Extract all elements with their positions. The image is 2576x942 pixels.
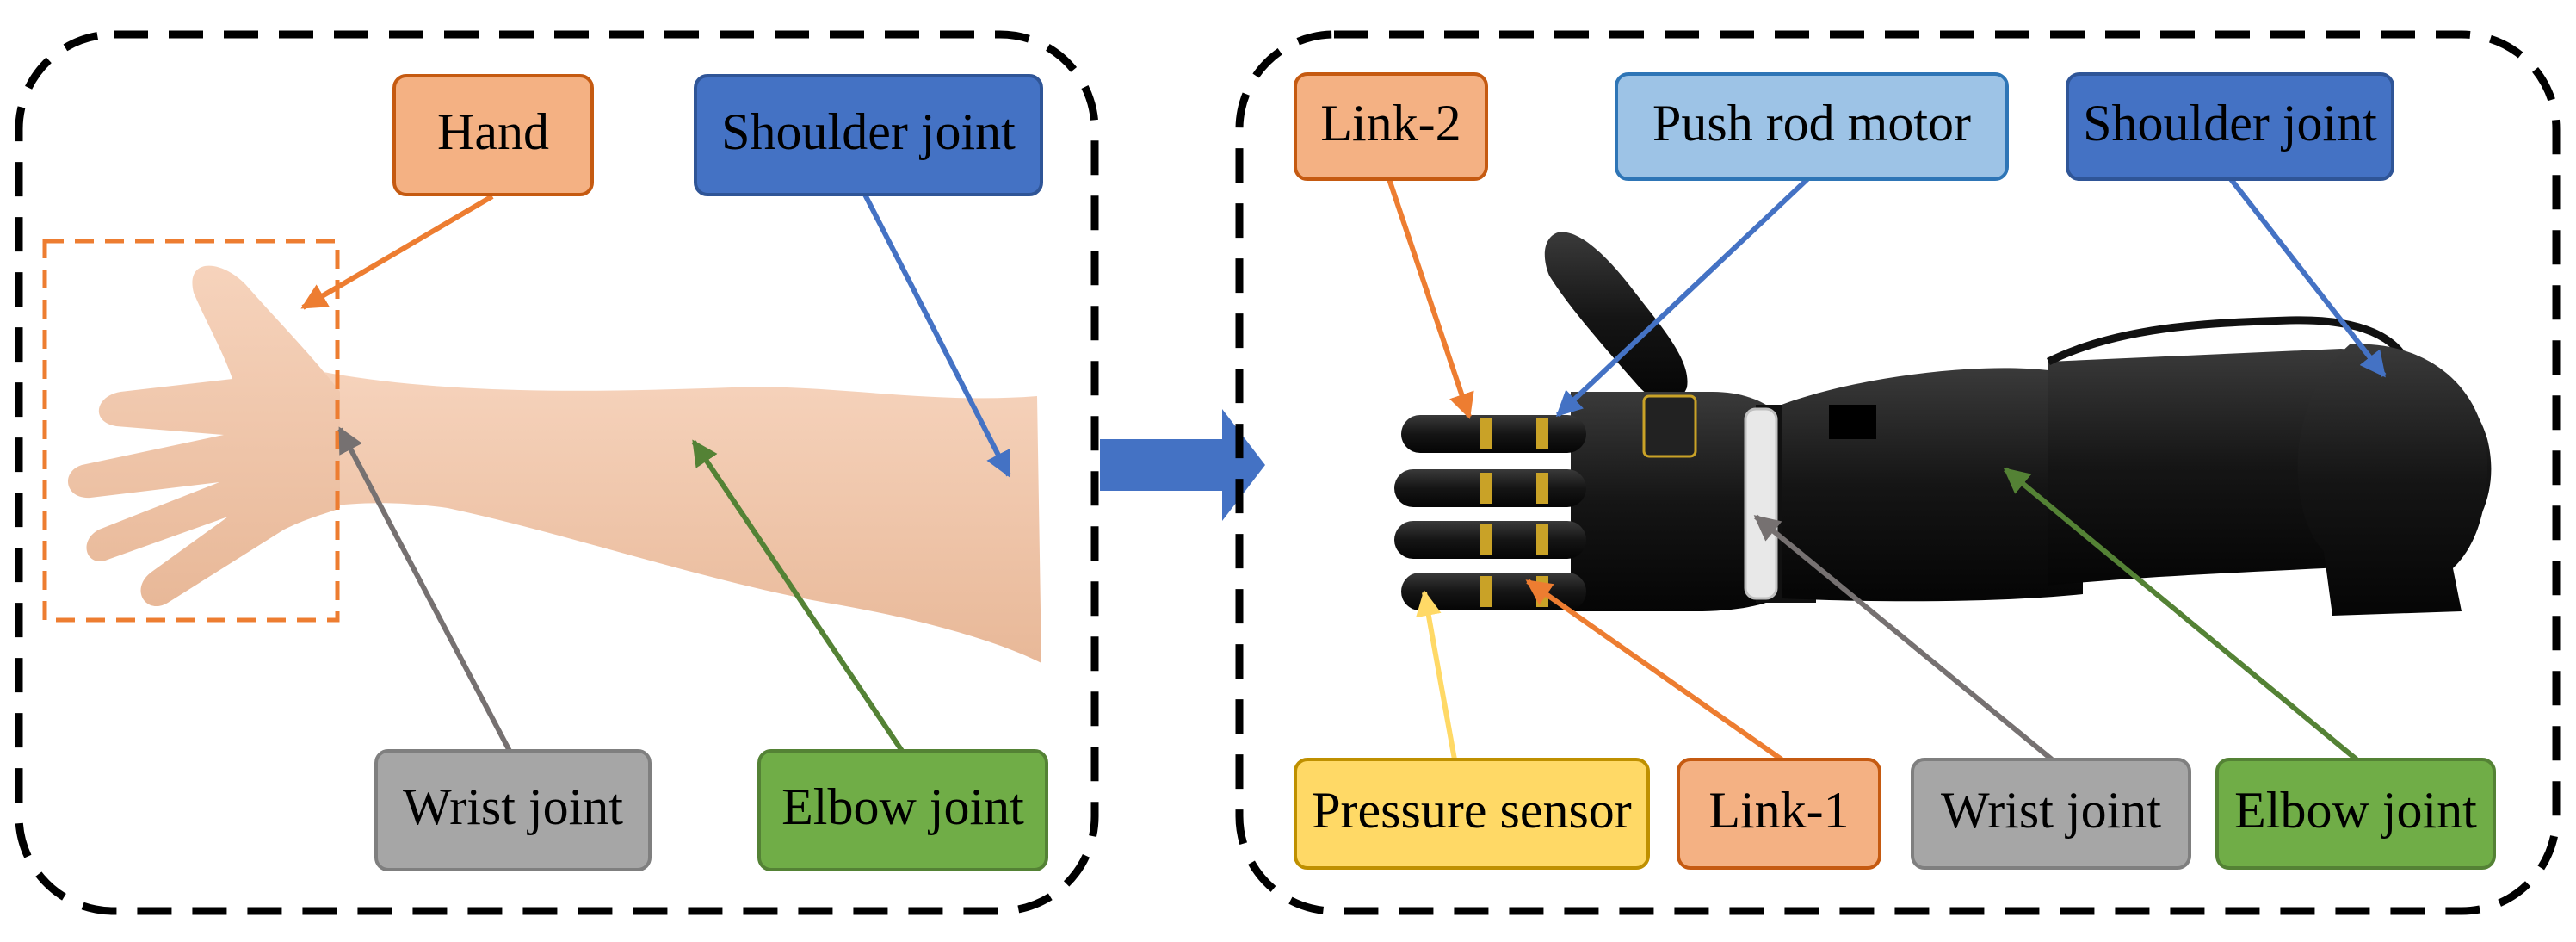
- link1-arrow: [1525, 579, 1783, 762]
- right-wrist-label: Wrist joint: [1911, 758, 2191, 870]
- right-elbow-arrow: [2003, 467, 2358, 762]
- right-wrist-arrow: [1753, 514, 2054, 762]
- left-panel-border: [15, 30, 1099, 915]
- left-panel: Hand Shoulder joint Wrist joint Elbow jo…: [15, 30, 1099, 915]
- robot-wrist-ring: [1744, 407, 1778, 600]
- right-elbow-label: Elbow joint: [2215, 758, 2496, 870]
- robot-forearm: [1782, 368, 2083, 602]
- right-wrist-label-text: Wrist joint: [1941, 782, 2161, 839]
- link1-label-text: Link-1: [1708, 782, 1849, 839]
- left-wrist-label: Wrist joint: [374, 749, 652, 871]
- left-shoulder-label-text: Shoulder joint: [721, 103, 1016, 160]
- link2-label-text: Link-2: [1320, 95, 1461, 152]
- hand-region-box: [42, 239, 340, 623]
- right-shoulder-label: Shoulder joint: [2066, 72, 2394, 181]
- push-rod-label: Push rod motor: [1615, 72, 2009, 181]
- left-wrist-label-text: Wrist joint: [403, 778, 623, 835]
- left-elbow-label-text: Elbow joint: [781, 778, 1024, 835]
- robot-thumb: [1544, 232, 1688, 402]
- left-wrist-arrow: [337, 426, 512, 753]
- left-shoulder-label: Shoulder joint: [694, 74, 1043, 196]
- pressure-label-text: Pressure sensor: [1312, 782, 1632, 839]
- robotic-arm-image: [1394, 232, 2492, 616]
- right-shoulder-arrow: [2228, 177, 2387, 378]
- pressure-label: Pressure sensor: [1294, 758, 1650, 870]
- pressure-arrow: [1416, 590, 1457, 760]
- robot-palm: [1571, 392, 1786, 611]
- left-elbow-arrow: [691, 439, 905, 753]
- left-elbow-label: Elbow joint: [757, 749, 1048, 871]
- right-elbow-label-text: Elbow joint: [2234, 782, 2477, 839]
- robot-cable: [2046, 316, 2405, 366]
- right-panel-border: [1235, 30, 2561, 915]
- link2-label: Link-2: [1294, 72, 1488, 181]
- hand-label: Hand: [392, 74, 594, 196]
- hand-arrow: [300, 194, 494, 310]
- left-shoulder-arrow: [862, 193, 1011, 478]
- robot-shoulder: [2297, 344, 2487, 616]
- robot-finger-1: [1401, 415, 1586, 453]
- push-rod-arrow: [1555, 177, 1810, 418]
- arm-hand-palm: [67, 265, 341, 607]
- robot-push-rod-motor: [1642, 394, 1697, 458]
- arm-forearm-upperarm: [314, 370, 1041, 663]
- human-arm-image: [67, 265, 1041, 663]
- link1-label: Link-1: [1677, 758, 1881, 870]
- link2-arrow: [1387, 178, 1474, 419]
- push-rod-label-text: Push rod motor: [1652, 95, 1971, 152]
- right-panel: Link-2 Push rod motor Shoulder joint Pre…: [1235, 30, 2561, 915]
- robot-forearm-marker: [1829, 405, 1876, 439]
- right-shoulder-label-text: Shoulder joint: [2083, 95, 2377, 152]
- hand-label-text: Hand: [437, 103, 549, 160]
- right-arrow-icon: [1100, 409, 1265, 521]
